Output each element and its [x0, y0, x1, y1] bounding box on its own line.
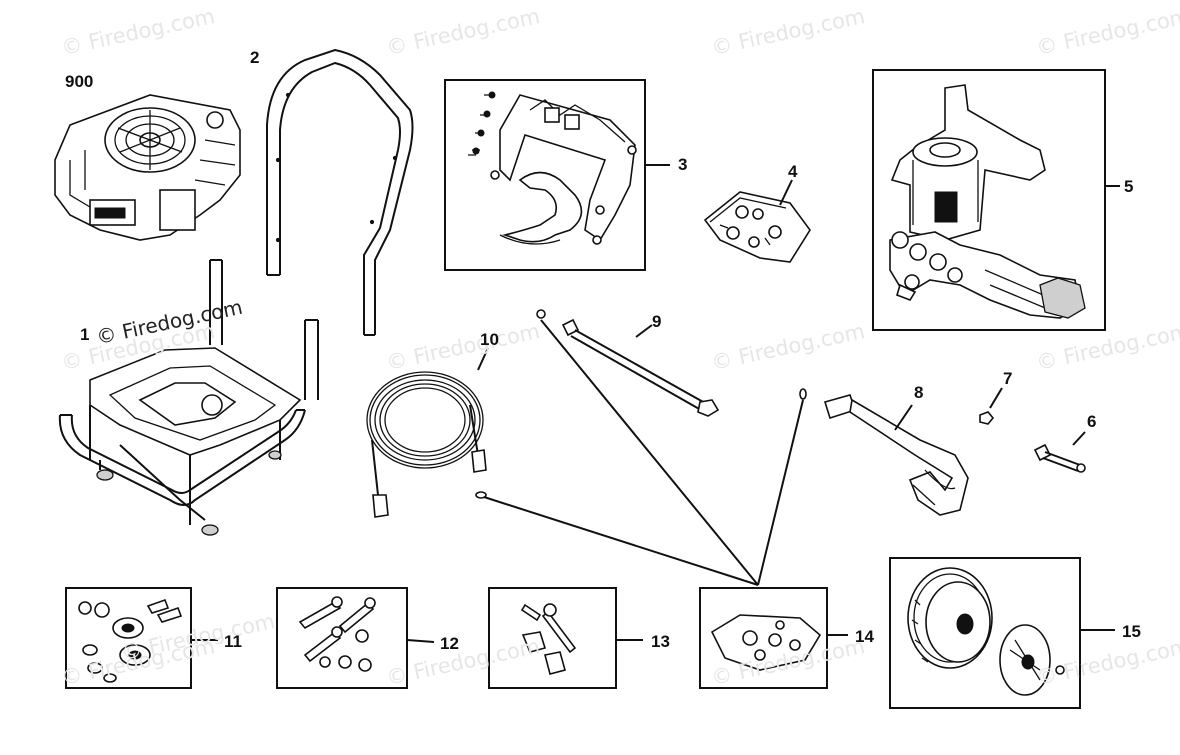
callout-11: 11	[224, 632, 242, 651]
callout-13: 13	[651, 632, 670, 651]
callout-3: 3	[678, 155, 688, 174]
bolt-kit-part-12[interactable]	[276, 587, 435, 689]
pump-part-5[interactable]	[872, 69, 1120, 331]
callout-12: 12	[440, 634, 459, 653]
callout-2: 2	[250, 48, 260, 67]
handle-part-2[interactable]	[266, 48, 414, 336]
callout-1: 1	[80, 325, 90, 344]
callout-900: 900	[65, 72, 94, 91]
fastener-kit-part-13[interactable]	[488, 587, 643, 689]
leader-lines	[483, 319, 804, 586]
callout-15: 15	[1122, 622, 1141, 641]
engine-part-900[interactable]	[54, 94, 241, 241]
seal-kit-part-14[interactable]	[699, 587, 848, 689]
lance-part-9[interactable]	[536, 309, 720, 417]
callout-5: 5	[1124, 177, 1134, 196]
callout-6: 6	[1087, 412, 1097, 431]
bearing-kit-part-11[interactable]	[65, 587, 218, 689]
nut-part-7[interactable]	[979, 387, 1003, 425]
callout-8: 8	[914, 383, 924, 402]
callout-9: 9	[652, 312, 662, 331]
callout-14: 14	[855, 627, 874, 646]
fittings-bag-part-4[interactable]	[703, 179, 811, 263]
shaft-part-6[interactable]	[1033, 431, 1086, 473]
frame-part-1[interactable]	[58, 259, 319, 536]
callout-4: 4	[788, 162, 798, 181]
hose-part-10[interactable]	[366, 347, 489, 518]
callout-10: 10	[480, 330, 499, 349]
gun-part-8[interactable]	[799, 388, 969, 516]
hose-bracket-part-3[interactable]	[444, 79, 670, 271]
callout-7: 7	[1003, 369, 1013, 388]
wheel-kit-part-15[interactable]	[889, 557, 1115, 709]
